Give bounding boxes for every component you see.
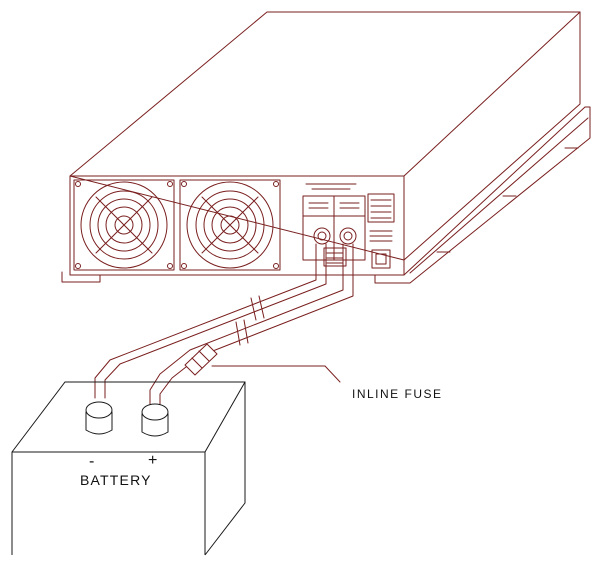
battery-positive-post [141,403,169,437]
inline-fuse-leader [211,365,341,383]
dc-terminal-panel [302,183,366,267]
negative-terminal [313,227,331,245]
positive-terminal [339,227,357,245]
battery-label: BATTERY [80,472,152,488]
positive-polarity-label: + [148,452,157,469]
cable-break-lower [235,319,249,346]
negative-polarity-label: - [89,453,94,470]
remote-switch-panel [367,193,395,269]
flange-ridge [409,117,589,274]
inverter-left-foot [61,271,101,283]
inverter-mounting-flange [403,106,591,284]
inverter-top-face [69,11,581,261]
cooling-fan-left [73,179,175,271]
inline-fuse-label: INLINE FUSE [352,387,443,401]
panel-fine-print [305,183,357,190]
battery-cables [94,243,354,405]
battery-negative-post [85,401,113,435]
negative-cable [94,243,327,399]
cable-break-upper [250,295,265,321]
battery-outline [11,381,246,556]
cooling-fan-right [179,179,281,271]
inverter [61,11,591,284]
inverter-right-foot [374,274,405,284]
inverter-right-face [403,11,581,276]
battery [11,381,246,556]
positive-cable [149,243,354,405]
remote-port [371,249,391,269]
inline-fuse [184,343,341,383]
